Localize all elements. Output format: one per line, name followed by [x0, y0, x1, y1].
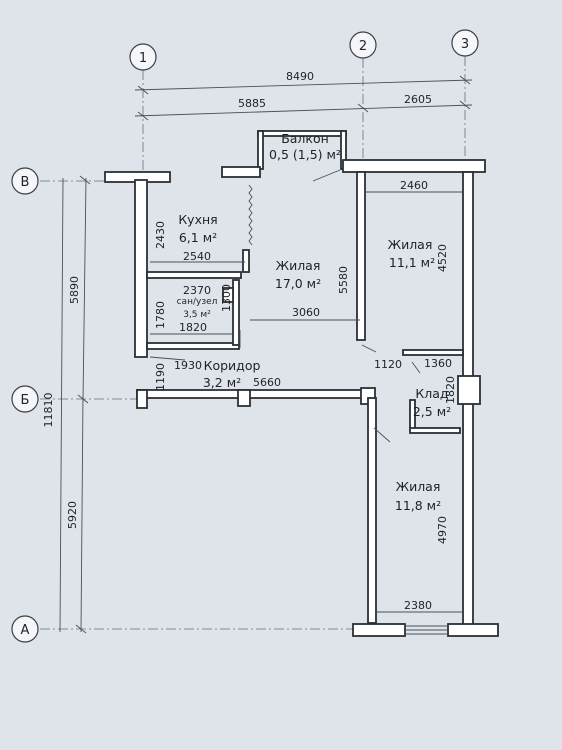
dim-1300: 1300	[220, 284, 233, 312]
dim-5580: 5580	[337, 266, 350, 294]
living-se-area: 11,8 м²	[395, 498, 441, 513]
kitchen-name: Кухня	[178, 212, 217, 227]
dim-4970: 4970	[436, 516, 449, 544]
dim-2460: 2460	[400, 179, 428, 192]
dim-2380: 2380	[404, 599, 432, 612]
balcony-name: Балкон	[281, 131, 329, 146]
corridor-name: Коридор	[204, 358, 261, 373]
dim-left-lower: 5920	[66, 501, 79, 529]
dim-2540: 2540	[183, 250, 211, 263]
kitchen-area: 6,1 м²	[179, 230, 217, 245]
walls	[104, 130, 499, 637]
dim-1360: 1360	[424, 357, 452, 370]
axis-marker-b: Б	[11, 385, 39, 413]
living-main-area: 17,0 м²	[275, 276, 321, 291]
svg-text:3: 3	[461, 37, 469, 52]
living-ne-name: Жилая	[388, 237, 433, 252]
axis-marker-v: В	[11, 167, 39, 195]
dim-1780: 1780	[154, 301, 167, 329]
svg-text:В: В	[21, 175, 30, 190]
dim-left-total: 11810	[42, 393, 55, 428]
storage-area: 2,5 м²	[413, 404, 451, 419]
partition-wave	[248, 184, 253, 246]
svg-text:А: А	[21, 623, 30, 638]
door-markers	[149, 169, 421, 443]
dim-2430: 2430	[154, 221, 167, 249]
axis-lines	[40, 56, 466, 630]
dim-4520: 4520	[436, 244, 449, 272]
svg-text:Б: Б	[21, 393, 30, 408]
living-se-name: Жилая	[396, 479, 441, 494]
corridor-area: 3,2 м²	[203, 375, 241, 390]
svg-text:2: 2	[359, 39, 367, 54]
storage-name: Клад	[415, 386, 448, 401]
bathroom-area: 3,5 м²	[183, 310, 211, 320]
axis-marker-1: 1	[129, 43, 157, 71]
dim-1190: 1190	[154, 363, 167, 391]
overall-dimensions	[59, 75, 473, 634]
svg-text:1: 1	[139, 51, 147, 66]
dim-left-upper: 5890	[68, 276, 81, 304]
dim-2370: 2370	[183, 284, 211, 297]
dim-top-right: 2605	[404, 93, 432, 106]
axis-marker-2: 2	[349, 31, 377, 59]
balcony-area: 0,5 (1,5) м²	[269, 147, 341, 162]
dim-1820-storage: 1820	[444, 376, 457, 404]
bathroom-name: сан/узел	[177, 297, 218, 307]
living-main-name: Жилая	[276, 258, 321, 273]
dim-top-total: 8490	[286, 70, 314, 83]
axis-marker-a: А	[11, 615, 39, 643]
dim-1930: 1930	[174, 359, 202, 372]
dim-1820-bath: 1820	[179, 321, 207, 334]
dim-top-left: 5885	[238, 97, 266, 110]
dim-5660: 5660	[253, 376, 281, 389]
axis-marker-3: 3	[451, 29, 479, 57]
dim-3060: 3060	[292, 306, 320, 319]
dim-1120: 1120	[374, 358, 402, 371]
living-ne-area: 11,1 м²	[389, 255, 435, 270]
